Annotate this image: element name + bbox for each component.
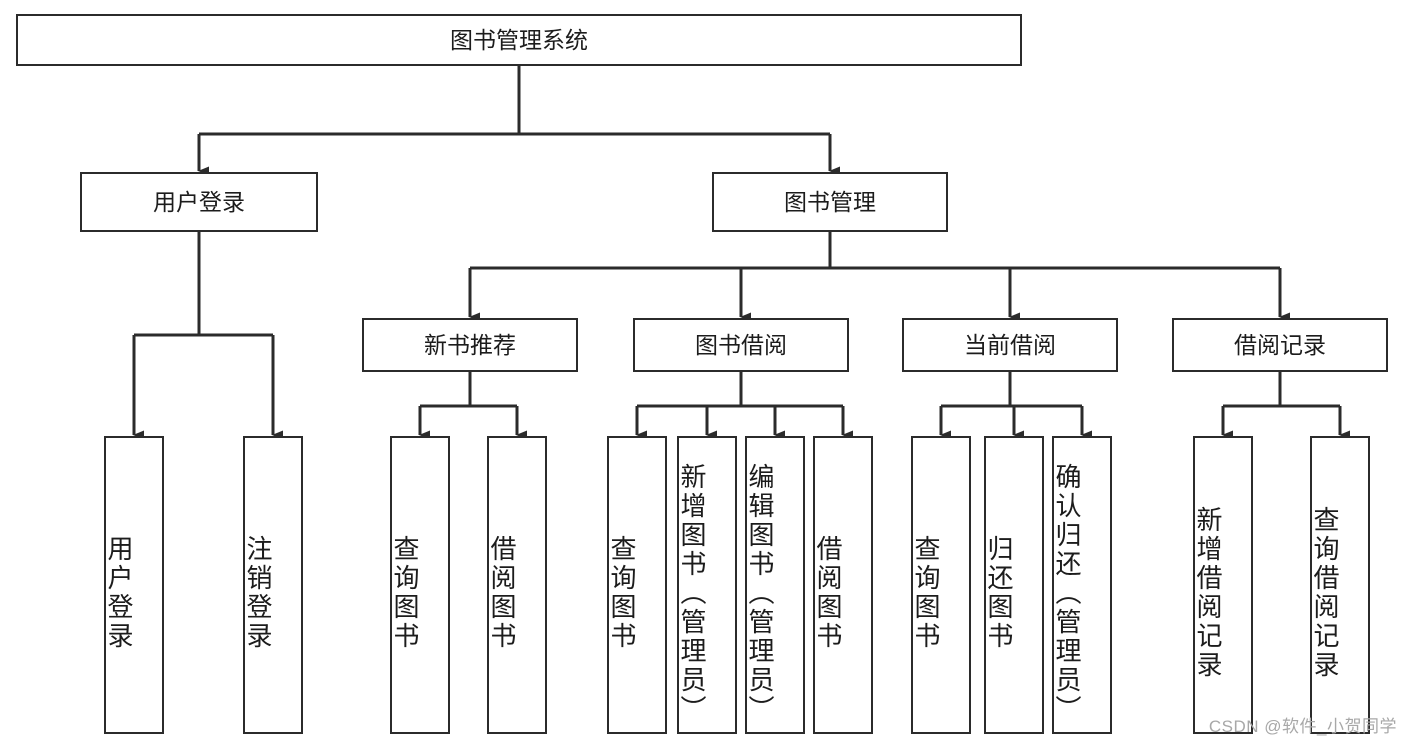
node-l4-b2[interactable]: 借阅图书 (487, 436, 547, 734)
node-label: 查询图书 (390, 535, 420, 651)
node-label: 新增图书（管理员） (677, 462, 707, 724)
node-l4-c3[interactable]: 编辑图书（管理员） (745, 436, 805, 734)
node-label: 用户登录 (104, 535, 134, 651)
node-l3-borrow[interactable]: 图书借阅 (633, 318, 849, 372)
edge-paths (132, 66, 1350, 440)
node-label: 图书管理 (784, 188, 876, 215)
node-l4-c1[interactable]: 查询图书 (607, 436, 667, 734)
node-label: 图书借阅 (695, 331, 787, 358)
node-l4-c4[interactable]: 借阅图书 (813, 436, 873, 734)
node-label: 编辑图书（管理员） (745, 462, 775, 724)
node-l4-d2[interactable]: 归还图书 (984, 436, 1044, 734)
node-l3-new[interactable]: 新书推荐 (362, 318, 578, 372)
node-l4-d1[interactable]: 查询图书 (911, 436, 971, 734)
node-label: 借阅记录 (1234, 331, 1326, 358)
node-label: 新增借阅记录 (1193, 506, 1223, 680)
node-label: 查询图书 (911, 535, 941, 651)
node-label: 图书管理系统 (450, 26, 588, 53)
node-l4-c2[interactable]: 新增图书（管理员） (677, 436, 737, 734)
node-label: 借阅图书 (487, 535, 517, 651)
node-l4-d3[interactable]: 确认归还（管理员） (1052, 436, 1112, 734)
node-label: 当前借阅 (964, 331, 1056, 358)
node-label: 查询借阅记录 (1310, 506, 1340, 680)
watermark-label: CSDN @软件_小贺同学 (1208, 717, 1397, 736)
node-l3-current[interactable]: 当前借阅 (902, 318, 1118, 372)
node-label: 新书推荐 (424, 331, 516, 358)
node-l4-a2[interactable]: 注销登录 (243, 436, 303, 734)
node-label: 注销登录 (243, 535, 273, 651)
node-l4-e2[interactable]: 查询借阅记录 (1310, 436, 1370, 734)
node-label: 归还图书 (984, 535, 1014, 651)
node-label: 用户登录 (153, 188, 245, 215)
node-l2-login[interactable]: 用户登录 (80, 172, 318, 232)
node-l3-record[interactable]: 借阅记录 (1172, 318, 1388, 372)
node-label: 查询图书 (607, 535, 637, 651)
node-root[interactable]: 图书管理系统 (16, 14, 1022, 66)
node-l2-book[interactable]: 图书管理 (712, 172, 948, 232)
node-label: 确认归还（管理员） (1052, 462, 1082, 724)
node-l4-b1[interactable]: 查询图书 (390, 436, 450, 734)
node-label: 借阅图书 (813, 535, 843, 651)
node-l4-a1[interactable]: 用户登录 (104, 436, 164, 734)
node-l4-e1[interactable]: 新增借阅记录 (1193, 436, 1253, 734)
